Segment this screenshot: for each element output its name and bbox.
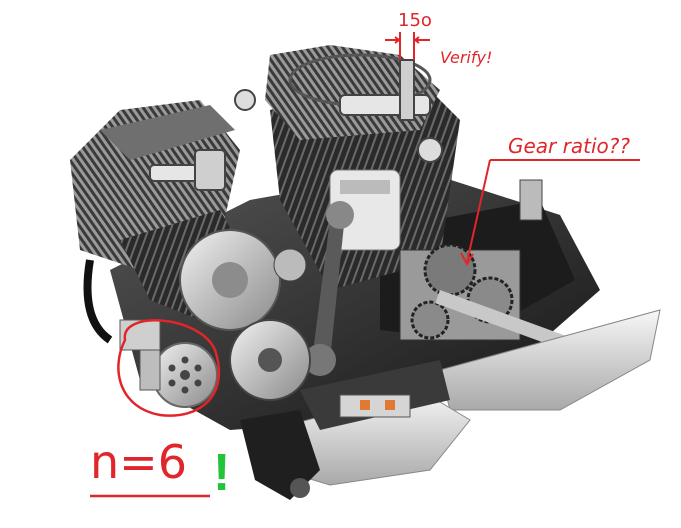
rear-cylinder <box>265 45 460 290</box>
valve-gear <box>149 59 443 191</box>
oil-pans <box>269 309 661 486</box>
crank-assembly <box>179 201 354 401</box>
gearbox <box>399 179 572 352</box>
count-note-exclamation: ! <box>213 444 230 502</box>
gear-ratio-note: Gear ratio?? <box>508 134 630 158</box>
front-mount <box>83 259 320 500</box>
angle-dimension-markup <box>385 32 430 60</box>
annotation-circle <box>117 319 221 417</box>
verify-note: Verify! <box>440 48 492 67</box>
pump-cover <box>139 342 218 408</box>
gear-ratio-arrow <box>460 159 640 267</box>
angle-label: 15o <box>398 10 432 31</box>
count-note: n=6 <box>90 435 187 489</box>
